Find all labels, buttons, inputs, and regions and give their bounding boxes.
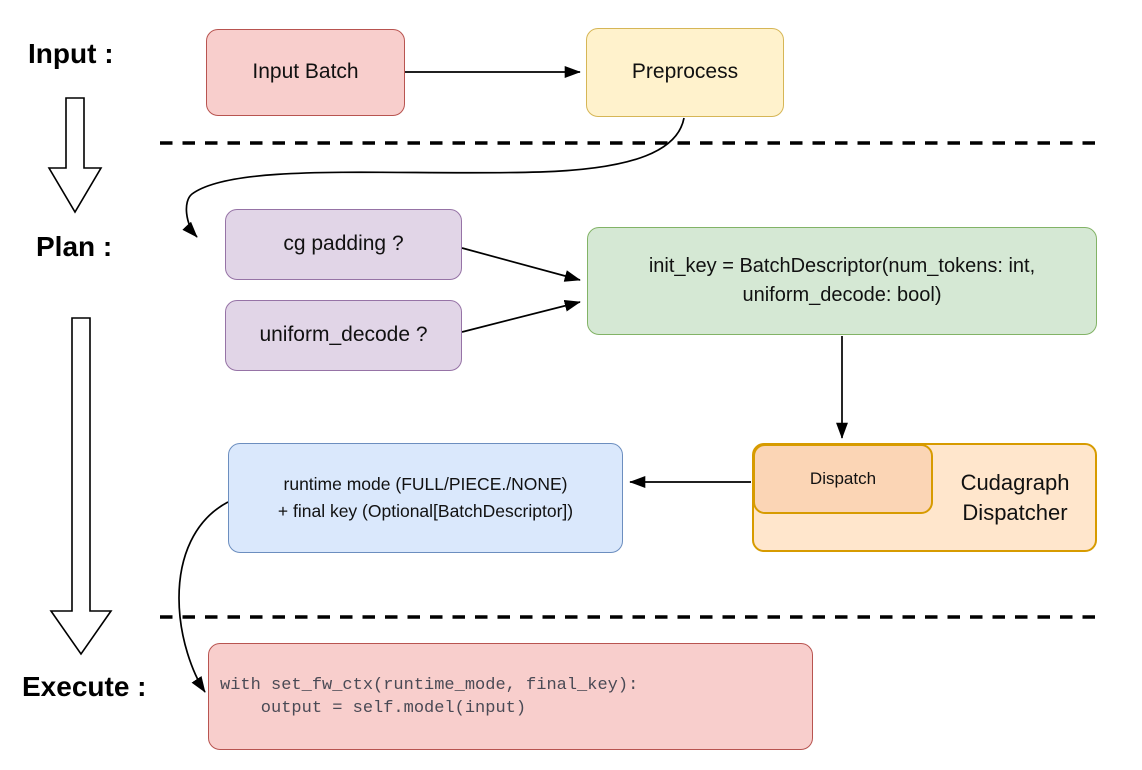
phase-label-input: Input :	[28, 38, 114, 69]
node-input-batch-label: Input Batch	[252, 60, 359, 84]
phase-label-execute: Execute :	[22, 671, 147, 702]
node-cg-padding-label: cg padding ?	[283, 232, 404, 256]
node-dispatch-label: Dispatch	[809, 468, 877, 488]
node-init-key-line2: uniform_decode: bool)	[742, 284, 942, 306]
arrow-preprocess-to-cg-padding	[182, 117, 685, 238]
node-init-key: init_key = BatchDescriptor(num_tokens: i…	[587, 227, 1097, 335]
node-runtime-mode-line2: + final key (Optional[BatchDescriptor])	[277, 501, 574, 521]
node-cg-padding: cg padding ?	[225, 209, 462, 280]
node-runtime-mode: runtime mode (FULL/PIECE./NONE) + final …	[228, 443, 623, 553]
flow-arrow-input-to-plan	[47, 97, 103, 214]
node-execute-code: with set_fw_ctx(runtime_mode, final_key)…	[208, 643, 813, 750]
flow-arrow-plan-to-execute	[49, 317, 113, 656]
phase-label-plan: Plan :	[36, 231, 113, 262]
arrow-cg-padding-to-init-key	[461, 247, 581, 282]
node-preprocess-label: Preprocess	[631, 60, 739, 84]
node-dispatch: Dispatch	[753, 444, 933, 514]
node-cudagraph-dispatcher-label: Cudagraph Dispatcher	[960, 469, 1070, 525]
node-input-batch: Input Batch	[206, 29, 405, 116]
execute-code-line1: with set_fw_ctx(runtime_mode, final_key)…	[220, 675, 639, 695]
node-uniform-decode-label: uniform_decode ?	[259, 323, 428, 347]
arrow-uniform-decode-to-init-key	[461, 300, 581, 333]
node-uniform-decode: uniform_decode ?	[225, 300, 462, 371]
node-runtime-mode-line1: runtime mode (FULL/PIECE./NONE)	[283, 474, 568, 494]
node-preprocess: Preprocess	[586, 28, 784, 117]
node-init-key-line1: init_key = BatchDescriptor(num_tokens: i…	[648, 255, 1036, 277]
execute-code-line2: output = self.model(input)	[220, 698, 527, 718]
arrow-runtime-mode-to-execute-code	[178, 501, 229, 693]
